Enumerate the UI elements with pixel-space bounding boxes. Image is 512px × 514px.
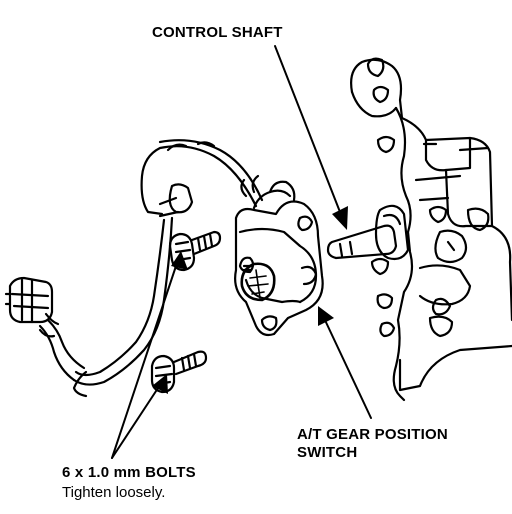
transmission-housing bbox=[350, 57, 512, 402]
leader-lines bbox=[111, 45, 372, 459]
arrowhead-bolt-upper bbox=[171, 251, 188, 270]
bolts-label: 6 x 1.0 mm BOLTS bbox=[62, 464, 196, 481]
arrowhead-control-shaft bbox=[332, 206, 348, 230]
gear-position-switch-label: A/T GEAR POSITION SWITCH bbox=[297, 426, 448, 462]
gear-position-switch-label-line2: SWITCH bbox=[297, 444, 358, 461]
bolt-upper bbox=[168, 230, 222, 272]
arrowheads bbox=[152, 206, 348, 394]
gear-position-switch-label-line1: A/T GEAR POSITION bbox=[297, 426, 448, 443]
arrowhead-bolt-lower bbox=[152, 374, 168, 394]
wire-harness bbox=[4, 139, 264, 398]
arrowhead-switch bbox=[318, 306, 334, 326]
control-shaft bbox=[326, 204, 410, 261]
tighten-note: Tighten loosely. bbox=[62, 484, 166, 501]
control-shaft-label: CONTROL SHAFT bbox=[152, 24, 283, 41]
gear-position-switch bbox=[234, 180, 324, 337]
